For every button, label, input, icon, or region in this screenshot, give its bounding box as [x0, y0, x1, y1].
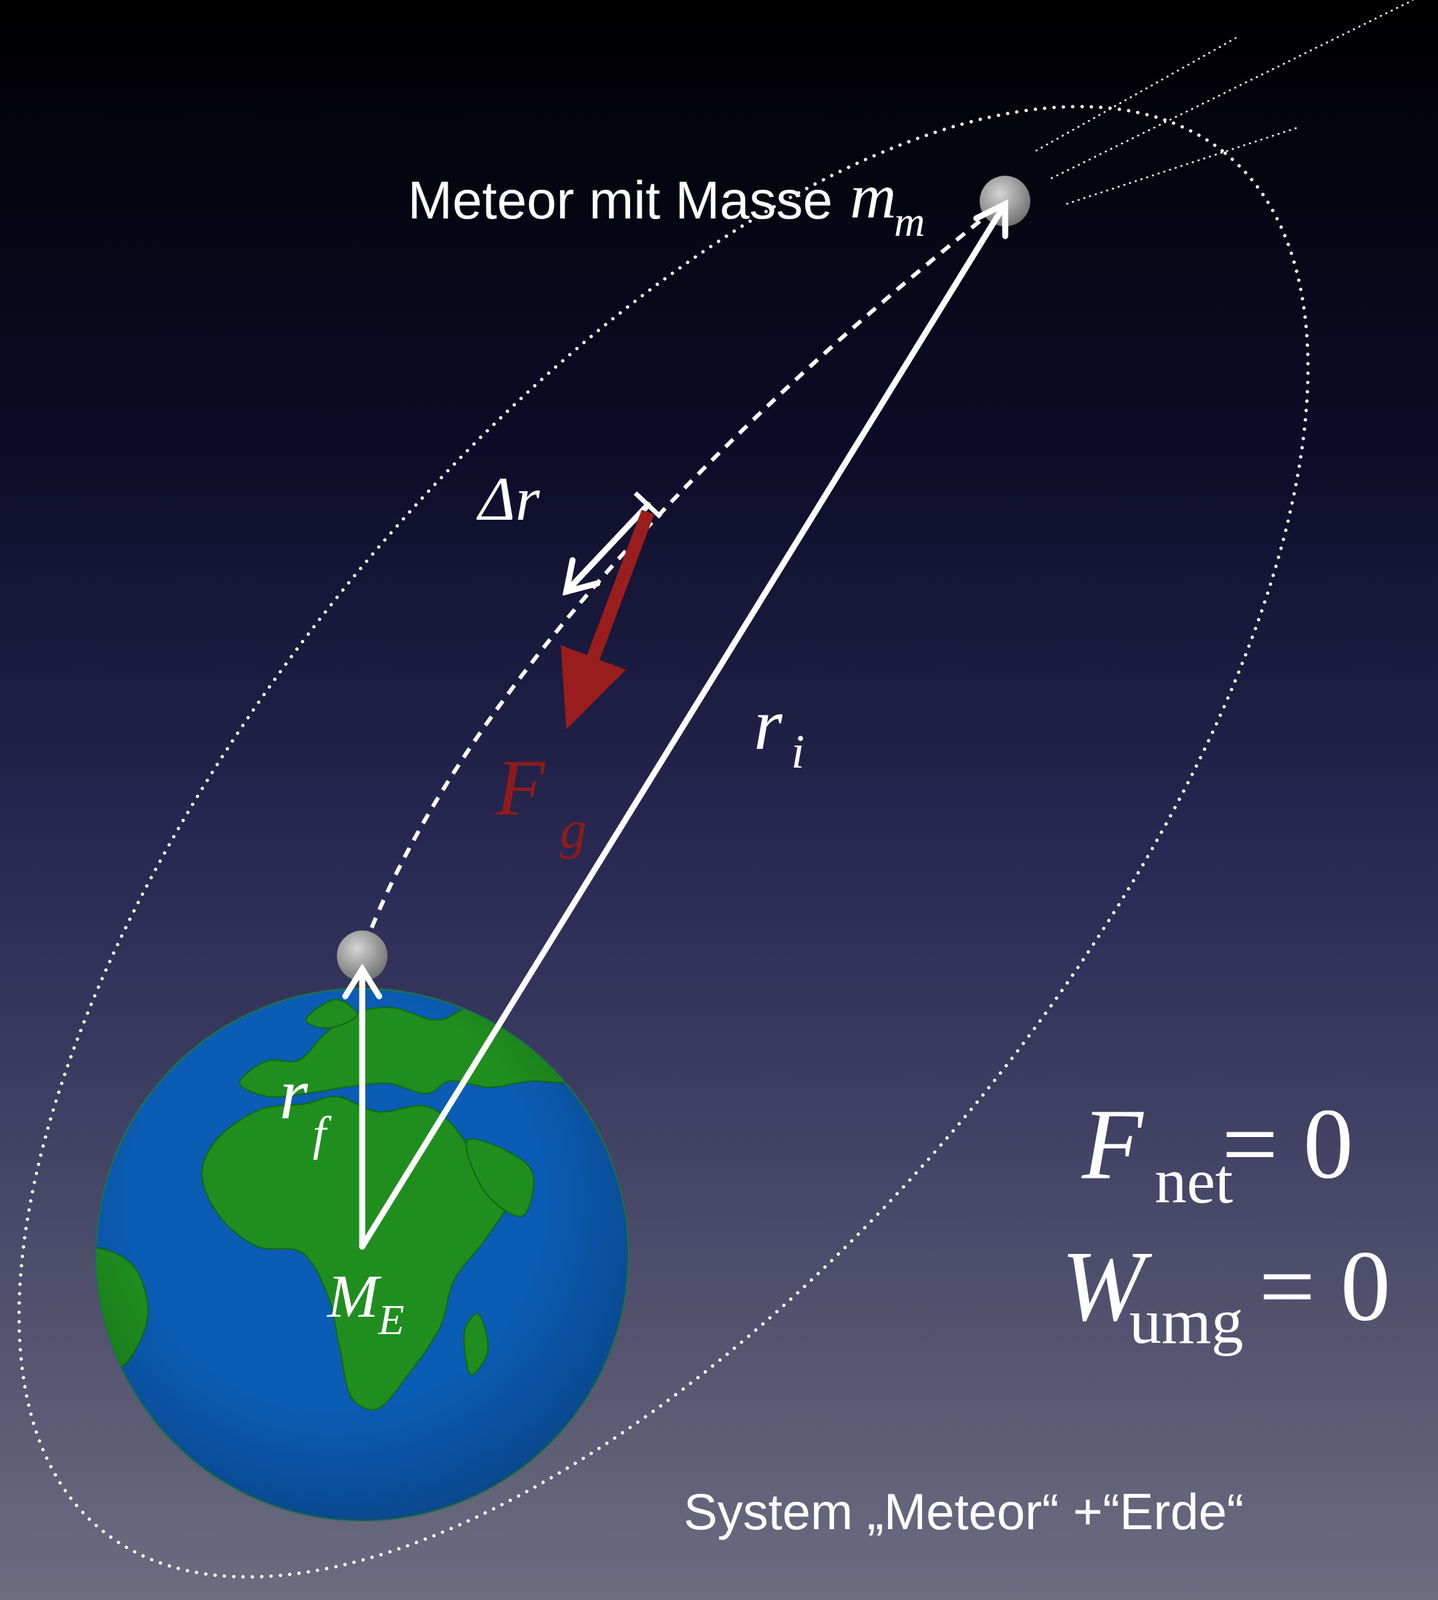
- trajectory: [367, 209, 995, 939]
- meteor-label: Meteor mit Masse: [407, 173, 833, 228]
- equation-value: = 0: [1258, 1236, 1391, 1337]
- force-symbol: F⃗: [495, 748, 608, 829]
- gravity-force-arrow: [560, 509, 655, 730]
- displacement-label: Δr⃗: [478, 467, 589, 530]
- equation-subscript: umg: [1129, 1289, 1244, 1354]
- meteor-body: [979, 175, 1031, 227]
- meteor-at-surface: [336, 930, 388, 982]
- initial-position-vector: [362, 203, 1005, 1247]
- meteor-label: m: [849, 164, 897, 229]
- equation-subscript: net: [1154, 1149, 1233, 1214]
- meteor-streak: [1035, 35, 1240, 152]
- displacement-arrow-head: [565, 560, 597, 593]
- meteor-streak: [1051, 0, 1414, 179]
- final-position-vector-head: [345, 969, 380, 997]
- vector-subscript: i: [791, 727, 805, 776]
- initial-position-vector-head: [976, 203, 1005, 236]
- force-subscript: g: [559, 803, 587, 857]
- meteor-label: m: [894, 200, 925, 244]
- earth-shading: [96, 988, 629, 1521]
- equation-value: = 0⃗: [1221, 1093, 1432, 1195]
- mass-symbol: E: [378, 1299, 405, 1342]
- meteor-streak: [1066, 127, 1299, 205]
- system-label: System „Meteor“ +“Erde“: [683, 1486, 1244, 1538]
- mass-symbol: M: [327, 1265, 379, 1328]
- meteor-outline: [978, 175, 1032, 228]
- vector-subscript: f: [312, 1109, 327, 1159]
- ocean: [96, 988, 629, 1521]
- meteor-sphere: Meteor mit Massemm: [978, 175, 1032, 228]
